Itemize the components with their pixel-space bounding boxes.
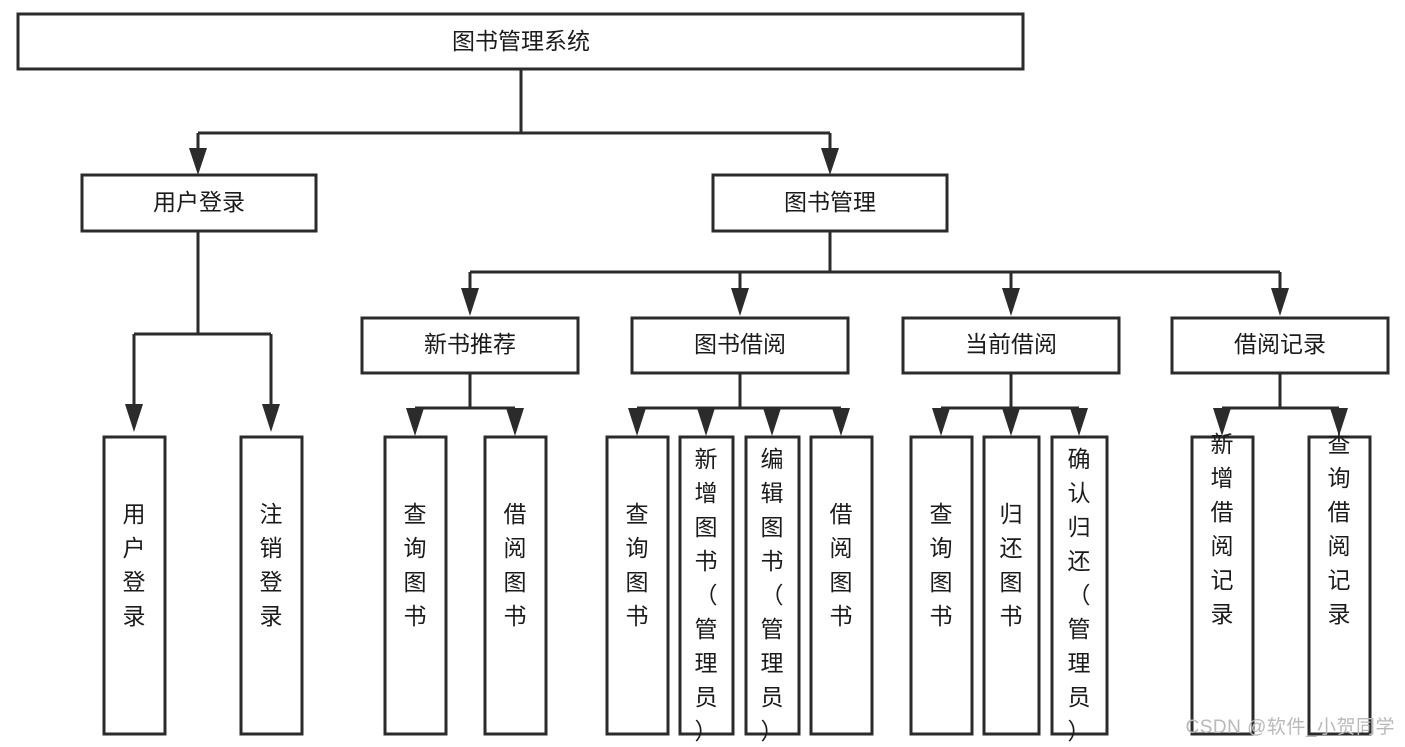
arrowhead-leaf-query-book-1 [406,408,424,436]
arrowhead-leaf-add-book [697,408,715,436]
leaf-add-book-label: 新增图书（管理员） [695,446,718,744]
leaf-edit-book-box[interactable] [744,435,801,736]
leaf-user-login-label: 用户登录 [123,501,146,629]
node-leaf-borrow-book-1[interactable]: 借阅图书 [483,435,548,736]
node-borrow-record[interactable]: 借阅记录 [1170,316,1390,375]
new-book-recommend-box[interactable] [360,316,580,375]
arrowhead-book-borrow [731,288,749,316]
root-label: 图书管理系统 [452,28,590,54]
arrowhead-leaf-edit-book [763,408,781,436]
node-leaf-query-record[interactable]: 查询借阅记录 [1307,431,1372,736]
leaf-query-book-3-box[interactable] [909,435,974,736]
user-login-label: 用户登录 [153,189,245,215]
leaf-edit-book-label: 编辑图书（管理员） [761,446,784,744]
node-leaf-logout-login[interactable]: 注销登录 [239,435,304,736]
book-manage-label: 图书管理 [784,189,876,215]
leaf-query-book-1-box[interactable] [383,435,448,736]
node-user-login[interactable]: 用户登录 [80,173,318,233]
node-book-borrow[interactable]: 图书借阅 [630,316,850,375]
arrowhead-new-book-recommend [461,288,479,316]
leaf-add-record-label: 新增借阅记录 [1211,431,1234,627]
arrowhead-user-login [189,148,207,175]
connector-group [125,69,1348,436]
arrowhead-leaf-query-book-3 [932,408,950,436]
arrowhead-leaf-borrow-book-2 [832,408,850,436]
arrowhead-leaf-query-book-2 [628,408,646,436]
borrow-record-box[interactable] [1170,316,1390,375]
leaf-return-book-box[interactable] [982,435,1041,736]
user-login-box[interactable] [80,173,318,233]
arrowhead-book-manage [821,148,839,175]
current-borrow-box[interactable] [901,316,1121,375]
leaf-query-book-2-label: 查询图书 [626,501,649,629]
arrowhead-current-borrow [1002,288,1020,316]
node-leaf-query-book-1[interactable]: 查询图书 [383,435,448,736]
book-manage-box[interactable] [711,173,949,233]
leaf-confirm-return-box[interactable] [1050,435,1109,736]
arrowhead-leaf-user-login [125,404,143,432]
node-current-borrow[interactable]: 当前借阅 [901,316,1121,375]
node-leaf-user-login[interactable]: 用户登录 [102,435,167,736]
arrowhead-leaf-add-record [1213,408,1231,436]
node-leaf-add-record[interactable]: 新增借阅记录 [1190,431,1255,736]
node-leaf-confirm-return[interactable]: 确认归还（管理员） [1050,435,1109,744]
leaf-borrow-book-2-label: 借阅图书 [830,501,853,629]
node-new-book-recommend[interactable]: 新书推荐 [360,316,580,375]
arrowhead-leaf-logout-login [262,404,280,432]
leaf-query-record-box[interactable] [1307,435,1372,736]
arrowhead-leaf-confirm-return [1070,408,1088,436]
node-leaf-query-book-2[interactable]: 查询图书 [605,435,670,736]
leaf-borrow-book-1-box[interactable] [483,435,548,736]
book-borrow-box[interactable] [630,316,850,375]
leaf-add-record-box[interactable] [1190,435,1255,736]
node-leaf-add-book[interactable]: 新增图书（管理员） [678,435,735,744]
book-borrow-label: 图书借阅 [694,331,786,357]
leaf-logout-login-label: 注销登录 [260,501,283,629]
leaf-return-book-label: 归还图书 [1000,501,1023,629]
node-leaf-borrow-book-2[interactable]: 借阅图书 [809,435,874,736]
node-leaf-return-book[interactable]: 归还图书 [982,435,1041,736]
new-book-recommend-label: 新书推荐 [424,331,516,357]
borrow-record-label: 借阅记录 [1234,331,1326,357]
leaf-confirm-return-label: 确认归还（管理员） [1068,446,1091,744]
leaf-user-login-box[interactable] [102,435,167,736]
csdn-watermark: CSDN @软件_小贺同学 [1185,717,1395,738]
leaf-query-book-3-label: 查询图书 [930,501,953,629]
root-box[interactable] [16,12,1025,71]
node-leaf-edit-book[interactable]: 编辑图书（管理员） [744,435,801,744]
node-book-manage[interactable]: 图书管理 [711,173,949,233]
leaf-query-book-2-box[interactable] [605,435,670,736]
node-leaf-query-book-3[interactable]: 查询图书 [909,435,974,736]
arrowhead-leaf-return-book [1002,408,1020,436]
leaf-borrow-book-2-box[interactable] [809,435,874,736]
arrowhead-leaf-query-record [1330,408,1348,436]
leaf-query-book-1-label: 查询图书 [404,501,427,629]
leaf-add-book-box[interactable] [678,435,735,736]
node-root-system[interactable]: 图书管理系统 [16,12,1025,71]
leaf-logout-login-box[interactable] [239,435,304,736]
leaf-borrow-book-1-label: 借阅图书 [504,501,527,629]
arrowhead-leaf-borrow-book-1 [506,408,524,436]
leaf-query-record-label: 查询借阅记录 [1328,431,1351,627]
arrowhead-borrow-record [1271,288,1289,316]
current-borrow-label: 当前借阅 [965,331,1057,357]
